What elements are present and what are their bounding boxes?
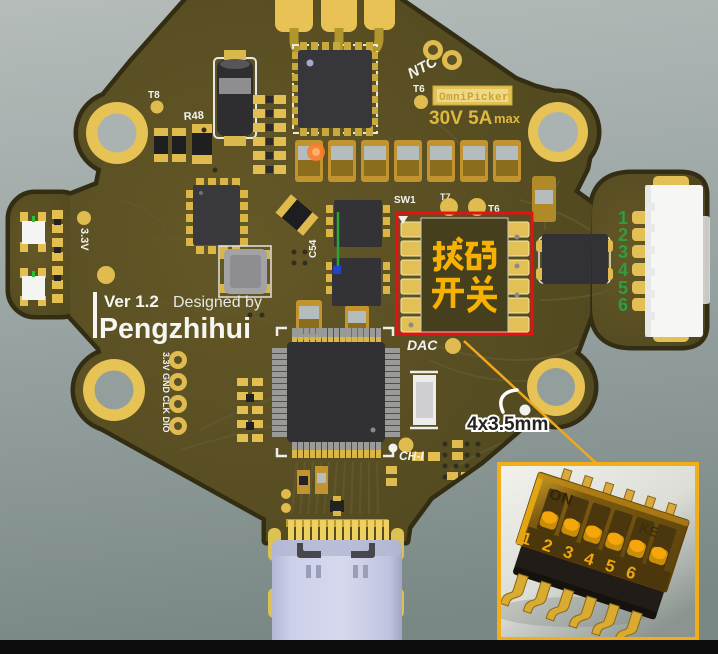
svg-text:Designed by: Designed by xyxy=(173,294,262,311)
svg-text:ON: ON xyxy=(547,486,576,510)
svg-text:3: 3 xyxy=(618,242,628,262)
svg-text:Ver 1.2: Ver 1.2 xyxy=(104,292,159,311)
svg-text:T6: T6 xyxy=(413,84,425,95)
svg-text:R48: R48 xyxy=(183,110,204,123)
svg-text:T6: T6 xyxy=(488,204,500,215)
svg-text:2: 2 xyxy=(618,225,628,245)
svg-text:C54: C54 xyxy=(308,239,319,258)
svg-text:OmniPicker: OmniPicker xyxy=(439,92,509,104)
svg-text:4: 4 xyxy=(618,260,628,280)
svg-text:3.3V: 3.3V xyxy=(78,228,90,251)
svg-text:DAC: DAC xyxy=(407,337,438,353)
svg-text:max: max xyxy=(494,111,521,126)
svg-text:3.3V GND CLK DIO: 3.3V GND CLK DIO xyxy=(161,352,171,433)
svg-text:KE: KE xyxy=(638,519,661,540)
svg-text:Pengzhihui: Pengzhihui xyxy=(99,313,251,345)
svg-text:30V 5A: 30V 5A xyxy=(429,108,493,129)
svg-text:5: 5 xyxy=(618,278,628,298)
svg-text:CH-I: CH-I xyxy=(399,449,424,463)
svg-text:T8: T8 xyxy=(148,90,160,101)
svg-text:SW1: SW1 xyxy=(394,195,416,206)
svg-text:6: 6 xyxy=(618,295,628,315)
svg-text:T7: T7 xyxy=(440,192,451,202)
svg-text:4x3.5mm: 4x3.5mm xyxy=(467,414,548,435)
svg-text:1: 1 xyxy=(618,208,628,228)
